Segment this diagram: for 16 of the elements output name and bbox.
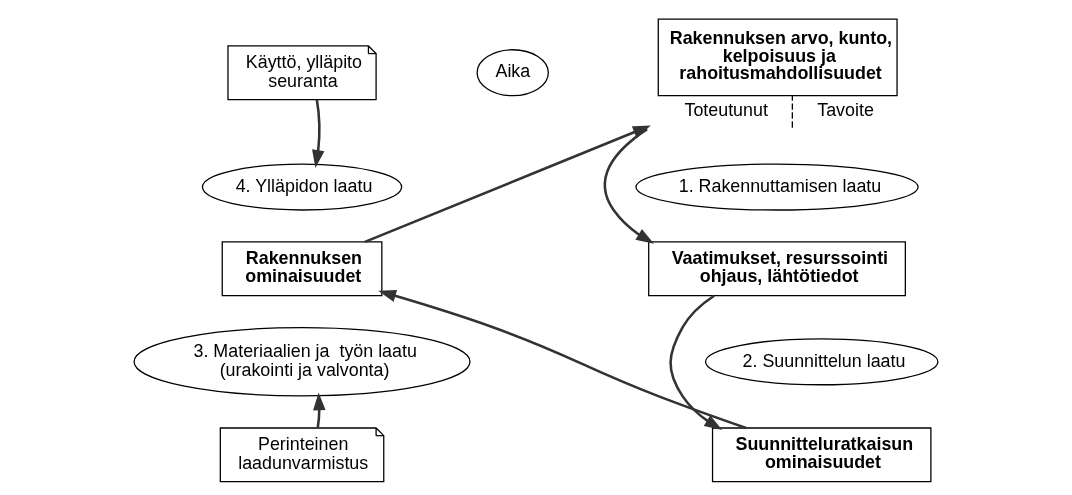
node-label: Tavoite [817,100,874,121]
arrow [364,125,651,244]
arrow [313,392,326,428]
node-ellipse: 4. Ylläpidon laatu [201,163,403,211]
node-box: Vaatimukset, resurssointi ohjaus, lähtötiedot [648,241,906,297]
node-ellipse: 3. Materiaalien ja työn laatu (urakointi ja valvonta) [133,327,471,397]
node-ellipse: 2. Suunnittelun laatu [704,338,939,386]
arrow [669,294,723,430]
node-label: Toteutunut [684,100,768,121]
node-box: Rakennuksen ominaisuudet [221,241,383,297]
node-ellipse: 1. Rakennuttamisen laatu [635,163,919,211]
node-ellipse: Aika [476,49,549,97]
arrow [312,99,325,168]
node-box: Suunnitteluratkaisun ominaisuudet [711,427,932,483]
arrow [378,289,747,430]
arrow [603,128,654,244]
